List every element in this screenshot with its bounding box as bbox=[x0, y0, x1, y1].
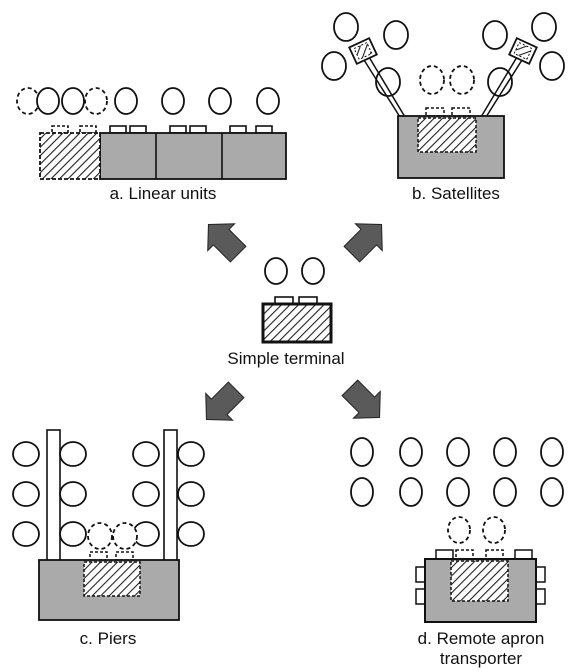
aircraft-stand bbox=[36, 87, 60, 115]
remote-apron-diagram: d. Remote apron transporter bbox=[350, 437, 564, 668]
aircraft-stand bbox=[301, 257, 325, 285]
aircraft-stand bbox=[208, 87, 232, 115]
aircraft-stand bbox=[12, 481, 40, 507]
aircraft-stand bbox=[482, 20, 508, 50]
aircraft-stand bbox=[350, 477, 374, 507]
future-expansion-unit bbox=[39, 132, 101, 180]
aircraft-stand bbox=[59, 481, 87, 507]
aircraft-stand bbox=[333, 12, 359, 42]
aircraft-stand bbox=[84, 87, 108, 115]
satellite-right bbox=[508, 36, 538, 66]
label-satellites: b. Satellites bbox=[412, 184, 500, 203]
aircraft-stand bbox=[161, 87, 185, 115]
direction-arrows bbox=[205, 223, 383, 421]
linear-terminal-building bbox=[99, 132, 287, 180]
aircraft-stand bbox=[61, 87, 85, 115]
aircraft-stand bbox=[177, 441, 205, 467]
aircraft-stand bbox=[264, 257, 288, 285]
arrow-to-satellites bbox=[343, 223, 383, 263]
aircraft-stand bbox=[12, 521, 40, 547]
arrow-to-piers bbox=[205, 381, 245, 421]
aircraft-stand bbox=[16, 87, 40, 115]
aircraft-stand bbox=[350, 437, 374, 467]
arrow-to-linear-units bbox=[207, 223, 247, 263]
aircraft-stand bbox=[87, 522, 113, 550]
aircraft-stand bbox=[114, 87, 138, 115]
simple-terminal-building bbox=[261, 302, 333, 344]
aircraft-stand bbox=[482, 516, 506, 544]
aircraft-stand bbox=[112, 522, 138, 550]
aircraft-stand bbox=[539, 51, 565, 81]
aircraft-stand bbox=[540, 477, 564, 507]
aircraft-stand bbox=[399, 437, 423, 467]
aircraft-stand bbox=[132, 441, 160, 467]
satellite-left bbox=[348, 36, 378, 66]
aircraft-stand bbox=[446, 477, 470, 507]
aircraft-stand bbox=[12, 441, 40, 467]
aircraft-stand bbox=[177, 521, 205, 547]
linear-units-diagram: a. Linear units bbox=[16, 87, 287, 203]
aircraft-stand bbox=[321, 51, 347, 81]
aircraft-stand bbox=[540, 437, 564, 467]
simple-terminal-diagram: Simple terminal bbox=[227, 257, 345, 368]
label-remote-apron: d. Remote apron bbox=[418, 629, 545, 648]
pier-right bbox=[163, 429, 178, 563]
aircraft-stand bbox=[132, 481, 160, 507]
label-simple-terminal: Simple terminal bbox=[227, 349, 344, 368]
aircraft-stand bbox=[446, 437, 470, 467]
label-piers: c. Piers bbox=[80, 629, 137, 648]
aircraft-stand bbox=[375, 67, 401, 97]
aircraft-stand bbox=[447, 516, 471, 544]
satellites-diagram: b. Satellites bbox=[321, 12, 565, 203]
piers-diagram: c. Piers bbox=[12, 429, 205, 648]
pier-left bbox=[46, 429, 61, 563]
aircraft-stand bbox=[132, 521, 160, 547]
aircraft-stand bbox=[531, 12, 557, 42]
satellite-connectors bbox=[363, 56, 523, 118]
aircraft-stand bbox=[449, 65, 475, 95]
aircraft-stand bbox=[493, 437, 517, 467]
label-transporter: transporter bbox=[440, 649, 523, 668]
aircraft-stand bbox=[493, 477, 517, 507]
aircraft-stand bbox=[256, 87, 280, 115]
arrow-to-remote-apron bbox=[341, 379, 381, 419]
aircraft-stand bbox=[59, 441, 87, 467]
aircraft-stand bbox=[59, 521, 87, 547]
label-linear-units: a. Linear units bbox=[110, 184, 217, 203]
aircraft-stand bbox=[419, 65, 445, 95]
aircraft-stand bbox=[383, 20, 409, 50]
aircraft-stand bbox=[399, 477, 423, 507]
aircraft-row bbox=[16, 87, 280, 115]
aircraft-stand bbox=[177, 481, 205, 507]
gate-stubs bbox=[51, 125, 273, 134]
